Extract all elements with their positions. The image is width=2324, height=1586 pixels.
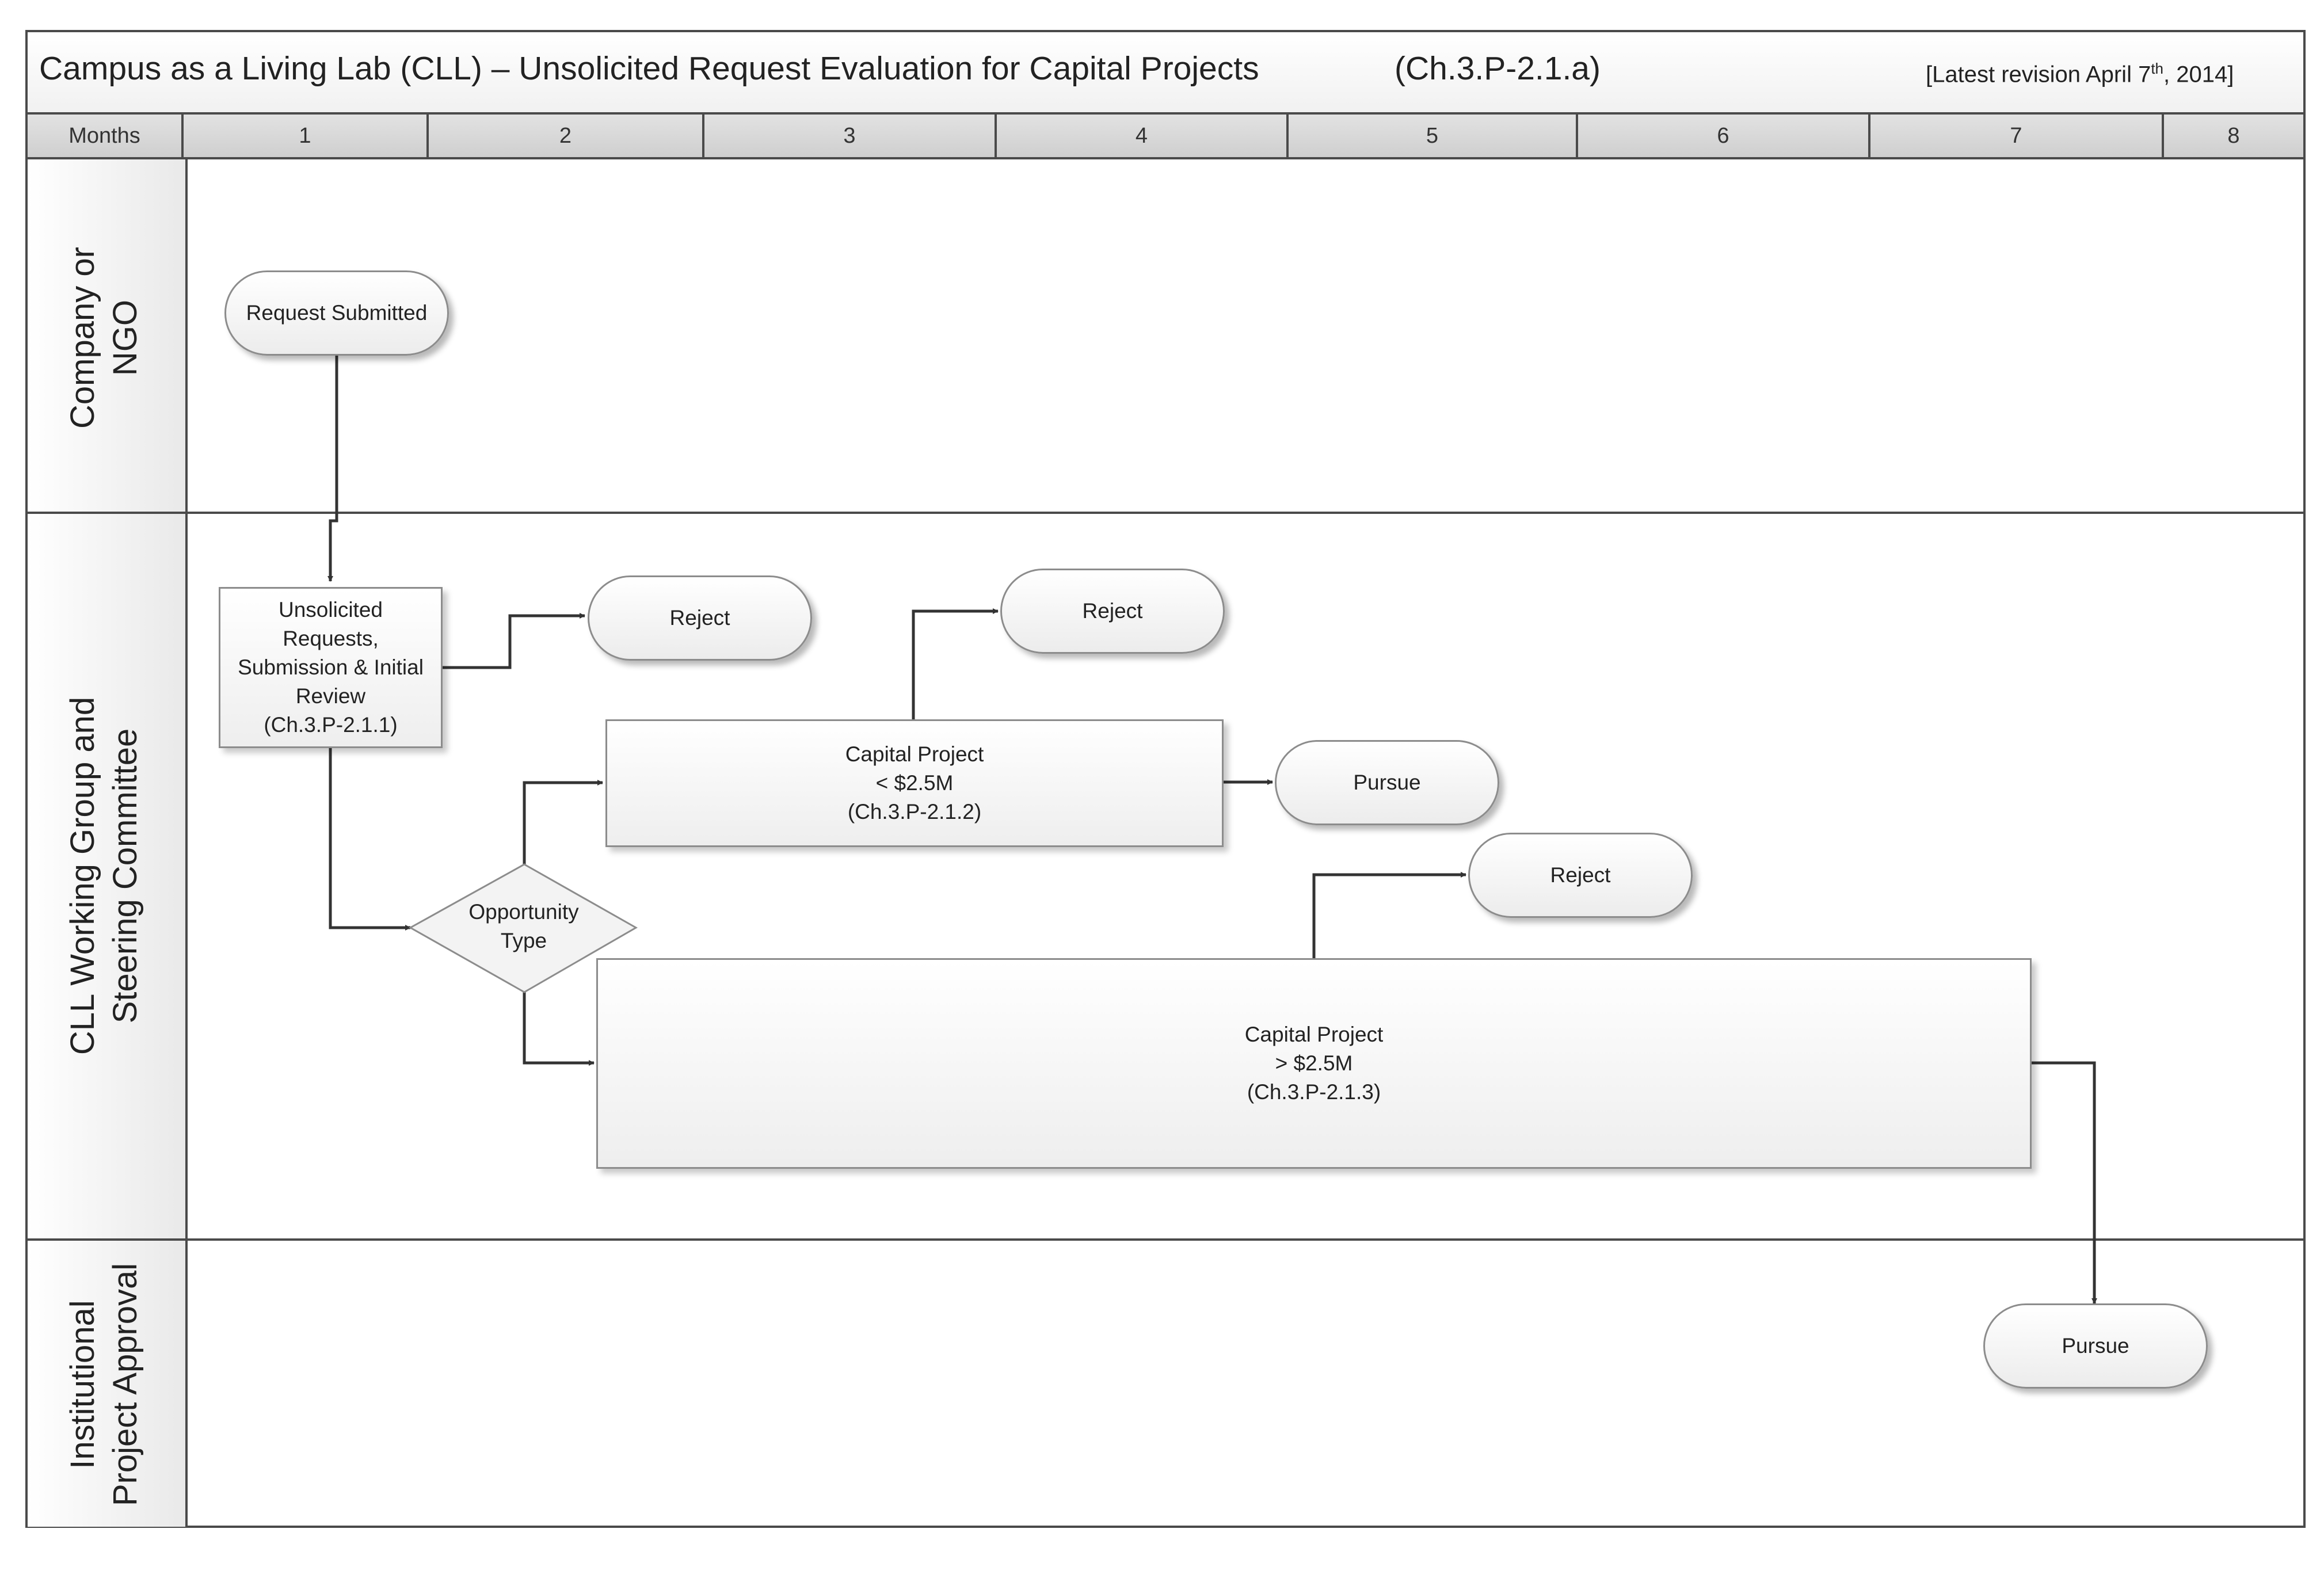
diagram-code: (Ch.3.P-2.1.a) xyxy=(1395,50,1601,87)
pursue-node-2: Pursue xyxy=(1983,1303,2208,1389)
revision-note: [Latest revision April 7th, 2014] xyxy=(1926,60,2234,87)
connector-review-to-reject xyxy=(443,613,585,669)
reject-node-2: Reject xyxy=(1000,569,1225,654)
diagram-title: Campus as a Living Lab (CLL) – Unsolicit… xyxy=(39,50,1259,87)
connector-large-to-reject xyxy=(1312,872,1466,958)
capital-project-large-node: Capital Project > $2.5M (Ch.3.P-2.1.3) xyxy=(596,958,2032,1169)
connector-review-to-decision xyxy=(329,748,411,931)
connector-decision-to-large xyxy=(523,992,595,1066)
request-submitted-node: Request Submitted xyxy=(224,270,449,356)
lane-header-institutional xyxy=(28,1241,188,1527)
month-column-8: 8 xyxy=(2164,115,2306,159)
month-column-7: 7 xyxy=(1870,115,2164,159)
month-column-2: 2 xyxy=(429,115,704,159)
connector-small-to-reject xyxy=(912,608,999,719)
capital-project-small-node: Capital Project < $2.5M (Ch.3.P-2.1.2) xyxy=(605,719,1224,847)
reject-node-1: Reject xyxy=(588,575,812,661)
month-column-3: 3 xyxy=(704,115,997,159)
lane-divider xyxy=(25,512,2306,514)
reject-node-3: Reject xyxy=(1468,833,1693,918)
swimlanes xyxy=(25,159,2306,1528)
connector-submitted-to-review xyxy=(327,356,338,582)
months-label: Months xyxy=(25,115,184,159)
pursue-node-1: Pursue xyxy=(1275,740,1499,825)
month-column-4: 4 xyxy=(997,115,1289,159)
month-column-5: 5 xyxy=(1289,115,1578,159)
lane-divider xyxy=(25,1238,2306,1241)
connector-decision-to-small xyxy=(523,780,603,864)
lane-header-company xyxy=(28,159,188,512)
connector-large-to-pursue xyxy=(2032,1061,2097,1304)
title-bar xyxy=(25,30,2306,115)
lane-header-cll xyxy=(28,514,188,1238)
month-column-1: 1 xyxy=(184,115,429,159)
month-column-6: 6 xyxy=(1578,115,1870,159)
decision-diamond xyxy=(408,863,638,993)
swimlane-diagram: Campus as a Living Lab (CLL) – Unsolicit… xyxy=(25,30,2306,1528)
connectors xyxy=(327,356,2097,1304)
initial-review-node: Unsolicited Requests, Submission & Initi… xyxy=(219,587,443,748)
opportunity-type-label: Opportunity Type xyxy=(468,900,579,952)
